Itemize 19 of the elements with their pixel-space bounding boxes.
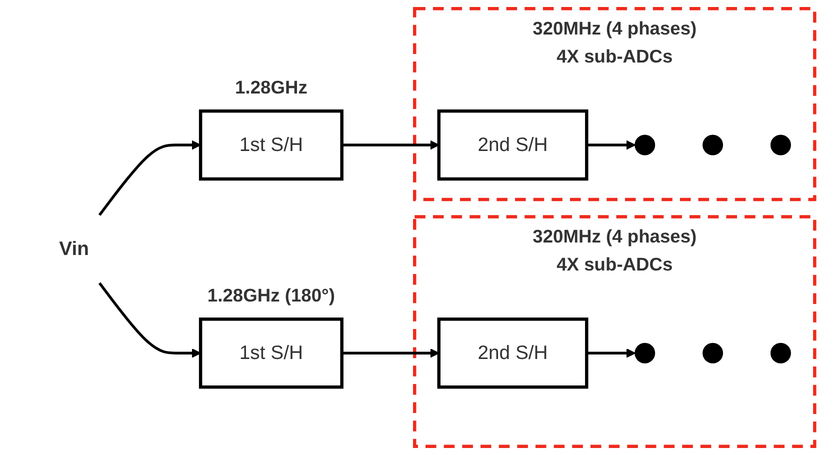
node-label: 1.28GHz	[235, 77, 308, 98]
node-circle	[770, 134, 791, 156]
node-box: 1st S/H	[198, 109, 344, 181]
node-text: Vin	[59, 238, 89, 260]
node-label: 1.28GHz (180°)	[207, 285, 335, 306]
arrow	[586, 348, 636, 358]
arrow	[342, 140, 440, 150]
node-box: 2nd S/H	[437, 318, 588, 389]
node-circle	[634, 342, 656, 364]
arrow	[342, 348, 440, 358]
node-circle	[702, 342, 724, 364]
node-circle	[634, 134, 656, 156]
arrow	[98, 282, 201, 358]
node-box: 2nd S/H	[437, 109, 588, 181]
arrow	[98, 140, 201, 216]
node-circle	[702, 134, 724, 156]
node-box: 1st S/H	[198, 318, 344, 389]
node-circle	[770, 342, 791, 364]
arrow	[586, 140, 636, 150]
